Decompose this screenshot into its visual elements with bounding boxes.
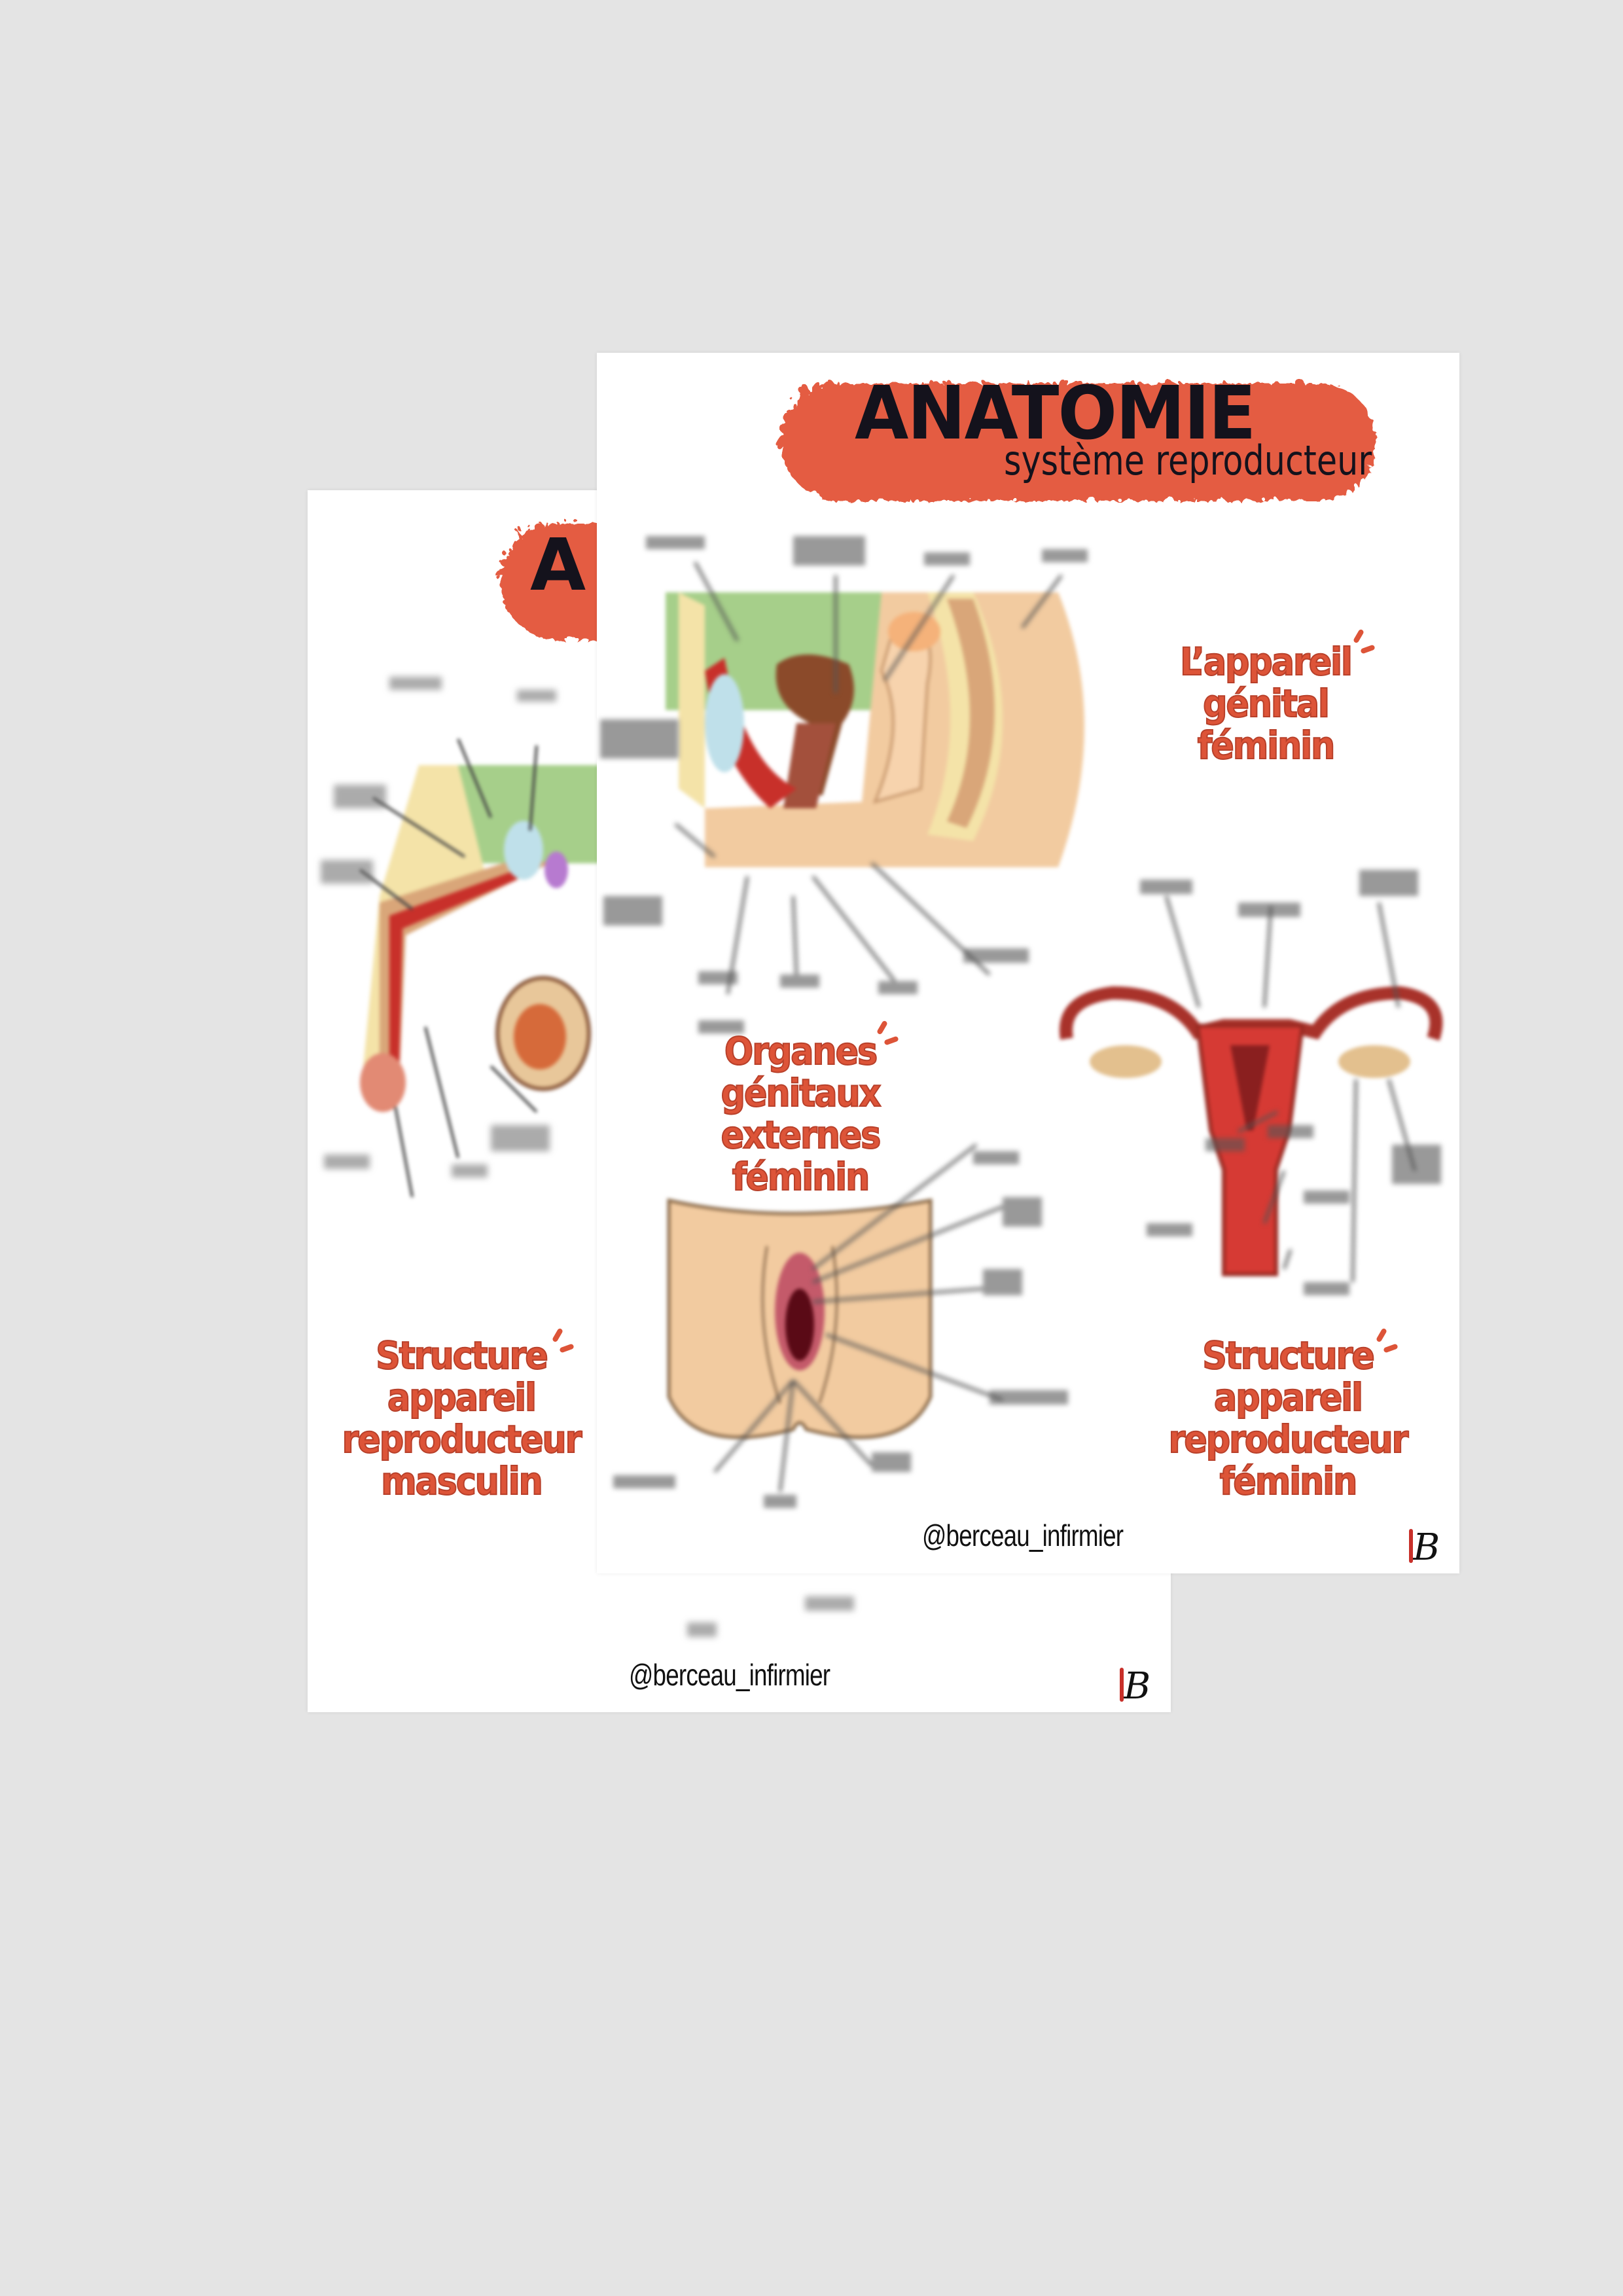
uterus-illustration xyxy=(1059,986,1443,1276)
section-heading-female-structure: Structure appareil reproducteur féminin xyxy=(1168,1333,1410,1503)
social-handle: @berceau_infirmier xyxy=(922,1518,1124,1552)
vulva-illustration xyxy=(667,1198,933,1439)
banner-brush xyxy=(777,379,1372,497)
front-page-female: ANATOMIE système reproducteur xyxy=(597,353,1459,1573)
section-heading-external-organs: Organes génitaux externes féminin xyxy=(721,1029,882,1199)
blurred-labels xyxy=(600,536,1441,1508)
page-subtitle: système reproducteur xyxy=(1004,437,1372,484)
social-handle: @berceau_infirmier xyxy=(629,1658,830,1692)
brand-logo: B xyxy=(1409,1526,1440,1569)
banner-letter: A xyxy=(530,523,586,607)
brand-logo: B xyxy=(1120,1665,1150,1708)
page-title: ANATOMIE xyxy=(855,371,1256,456)
section-heading-internal-genital: L’appareil génital féminin xyxy=(1179,639,1353,768)
section-heading-male-structure: Structure appareil reproducteur masculin xyxy=(342,1333,583,1503)
female-sagittal-illustration xyxy=(666,592,1084,867)
male-anatomy-illustration xyxy=(359,738,618,1198)
blurred-labels xyxy=(321,677,854,1637)
